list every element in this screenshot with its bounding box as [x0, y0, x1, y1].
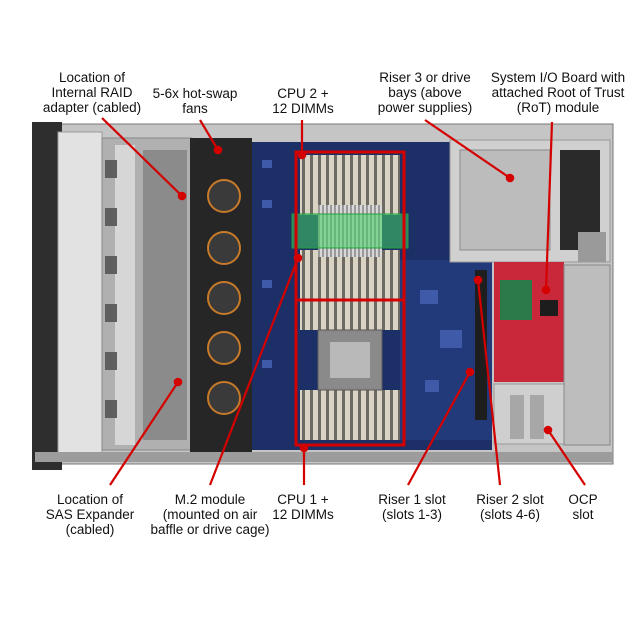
label-ocp: OCP slot [568, 492, 598, 522]
label-system-io-board: System I/O Board with attached Root of T… [490, 70, 626, 115]
label-riser3: Riser 3 or drive bays (above power suppl… [377, 70, 473, 115]
callout-line-riser3 [424, 119, 511, 179]
label-m2-module: M.2 module (mounted on air baffle or dri… [150, 492, 270, 537]
chassis-rail [35, 452, 613, 462]
drive-cage [101, 137, 193, 451]
label-riser2: Riser 2 slot (slots 4-6) [476, 492, 544, 522]
system-io-board [494, 262, 564, 382]
callout-dots [173, 145, 553, 453]
riser-ocp-area [475, 232, 611, 446]
fan-bank [190, 138, 252, 456]
cpu2-region [291, 150, 409, 302]
label-sas-expander: Location of SAS Expander (cabled) [45, 492, 135, 537]
callout-lines [101, 117, 586, 486]
label-cpu2: CPU 2 + 12 DIMMs [272, 86, 334, 116]
cpu1-region [294, 298, 406, 447]
callout-line-sysio [544, 121, 554, 291]
label-cpu1: CPU 1 + 12 DIMMs [272, 492, 334, 522]
callout-line-riser2 [476, 279, 502, 486]
label-raid-adapter: Location of Internal RAID adapter (cable… [42, 70, 142, 115]
callout-line-riser1 [407, 371, 471, 486]
label-fans: 5-6x hot-swap fans [152, 86, 238, 116]
callout-line-m2 [208, 257, 300, 486]
callout-line-ocp [547, 429, 586, 486]
callout-line-raid [101, 117, 183, 197]
label-riser1: Riser 1 slot (slots 1-3) [378, 492, 446, 522]
callout-line-fans [199, 119, 219, 151]
callout-line-sas [109, 381, 179, 486]
